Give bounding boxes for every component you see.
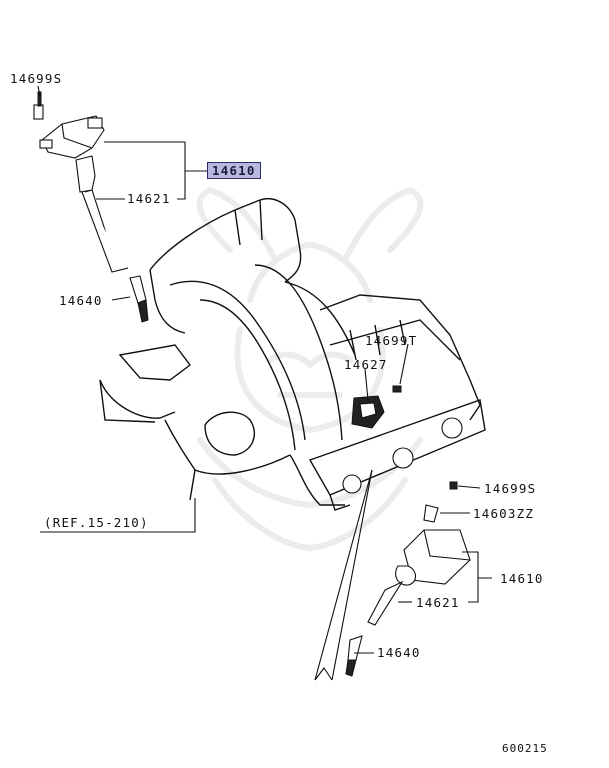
diagram-code: 600215 bbox=[502, 742, 548, 755]
coil-assembly-top bbox=[33, 91, 149, 323]
sensor-group bbox=[351, 385, 402, 429]
callout-14621-top[interactable]: 14621 bbox=[127, 191, 171, 206]
callout-14610-top-highlighted[interactable]: 14610 bbox=[207, 162, 261, 179]
coil-assembly-right bbox=[345, 481, 471, 677]
leader-lines bbox=[37, 85, 492, 681]
callout-14640-right[interactable]: 14640 bbox=[377, 645, 421, 660]
callout-14603ZZ[interactable]: 14603ZZ bbox=[473, 506, 535, 521]
callout-14699S-right[interactable]: 14699S bbox=[484, 481, 537, 496]
callout-14699T[interactable]: 14699T bbox=[365, 333, 418, 348]
callout-ref-15-210[interactable]: (REF.15-210) bbox=[44, 515, 149, 530]
callout-14699S-top[interactable]: 14699S bbox=[10, 71, 63, 86]
callout-14640-top[interactable]: 14640 bbox=[59, 293, 103, 308]
intake-manifold bbox=[99, 198, 486, 511]
watermark-crest bbox=[196, 187, 424, 551]
callout-14610-right[interactable]: 14610 bbox=[500, 571, 544, 586]
callout-14621-right[interactable]: 14621 bbox=[416, 595, 460, 610]
callout-14627[interactable]: 14627 bbox=[344, 357, 388, 372]
